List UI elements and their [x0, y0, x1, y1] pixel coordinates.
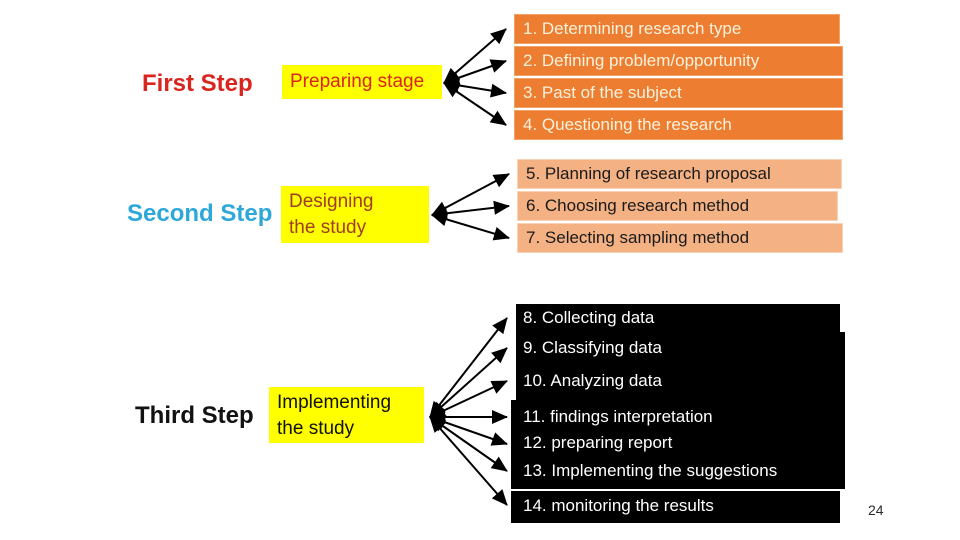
step3-item-9: 9. Classifying data — [523, 338, 662, 357]
step1-item-1: 1. Determining research type — [514, 14, 840, 44]
first-step-connectors — [443, 28, 507, 126]
page-number: 24 — [868, 502, 884, 518]
implementing-stage-label-line2: the study — [277, 418, 355, 439]
designing-stage-box: Designing the study — [281, 186, 429, 243]
black-box-backdrop-3 — [511, 400, 845, 489]
designing-stage-label-line1: Designing — [289, 191, 374, 212]
preparing-stage-box: Preparing stage — [282, 65, 442, 99]
step3-item-14: 14. monitoring the results — [523, 496, 714, 515]
second-step-label: Second Step — [127, 200, 273, 227]
step3-item-12: 12. preparing report — [523, 433, 673, 452]
step2-item-7: 7. Selecting sampling method — [517, 223, 843, 253]
second-step-connectors — [431, 173, 510, 241]
black-box-backdrop-4 — [511, 491, 840, 523]
first-step-label: First Step — [142, 70, 253, 97]
step3-item-10: 10. Analyzing data — [523, 371, 662, 390]
implementing-stage-box: Implementing the study — [269, 387, 424, 443]
step1-item-4: 4. Questioning the research — [514, 110, 843, 140]
step1-item-3: 3. Past of the subject — [514, 78, 843, 108]
step3-item-13: 13. Implementing the suggestions — [523, 461, 778, 480]
third-step-connectors — [429, 317, 508, 506]
implementing-stage-label-line1: Implementing — [277, 392, 392, 413]
preparing-stage-label: Preparing stage — [290, 71, 425, 92]
step1-item-2: 2. Defining problem/opportunity — [514, 46, 843, 76]
third-step-label: Third Step — [135, 402, 254, 429]
black-box-backdrop-1 — [516, 304, 840, 332]
designing-stage-label-line2: the study — [289, 217, 367, 238]
black-box-backdrop-2 — [516, 332, 845, 400]
step3-item-8: 8. Collecting data — [523, 308, 655, 327]
step2-item-5: 5. Planning of research proposal — [517, 159, 842, 189]
step2-item-6: 6. Choosing research method — [517, 191, 838, 221]
step3-item-11: 11. findings interpretation — [523, 407, 713, 426]
